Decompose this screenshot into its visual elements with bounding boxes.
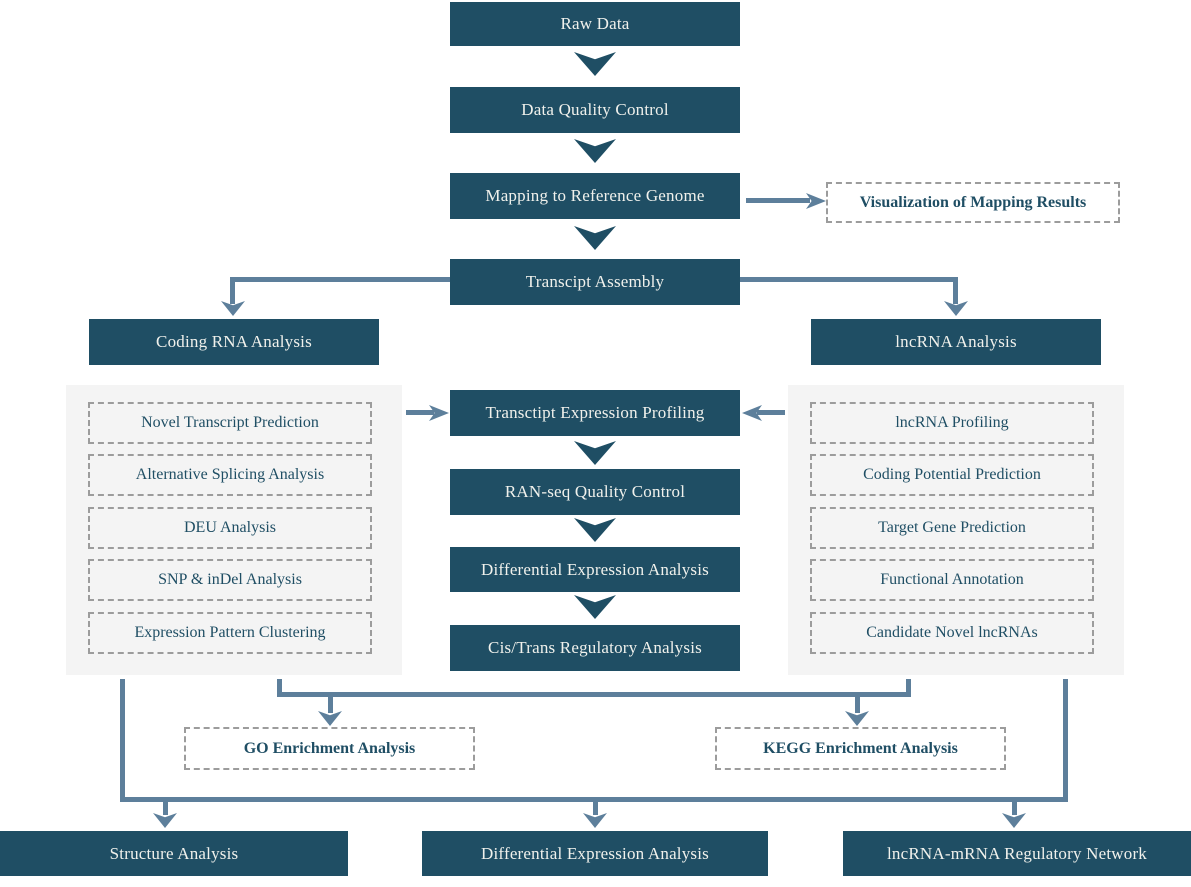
node-mapping-to-reference-genome: Mapping to Reference Genome (450, 173, 740, 219)
node-deu-analysis: DEU Analysis (88, 507, 372, 549)
node-expression-pattern-clustering: Expression Pattern Clustering (88, 612, 372, 654)
node-novel-transcript-prediction: Novel Transcript Prediction (88, 402, 372, 444)
node-functional-annotation: Functional Annotation (810, 559, 1094, 601)
node-lncrna-mrna-regulatory-network: lncRNA-mRNA Regulatory Network (843, 831, 1191, 876)
connector-enrichment-rail (277, 692, 911, 697)
node-kegg-enrichment-analysis: KEGG Enrichment Analysis (715, 727, 1006, 770)
arrow-down-icon (574, 139, 616, 163)
node-transcript-expression-profiling: Transctipt Expression Profiling (450, 390, 740, 436)
node-go-enrichment-analysis: GO Enrichment Analysis (184, 727, 475, 770)
node-lncrna-profiling: lncRNA Profiling (810, 402, 1094, 444)
arrow-down-icon (153, 813, 177, 828)
arrow-down-icon (583, 813, 607, 828)
node-differential-expression-analysis: Differential Expression Analysis (450, 547, 740, 592)
arrow-down-icon (1002, 813, 1026, 828)
connector-rail-to-diff-expr (593, 802, 598, 815)
panel-lncrna: lncRNA Profiling Coding Potential Predic… (788, 385, 1124, 675)
node-snp-indel-analysis: SNP & inDel Analysis (88, 559, 372, 601)
node-differential-expression-analysis-bottom: Differential Expression Analysis (422, 831, 768, 876)
node-candidate-novel-lncrnas: Candidate Novel lncRNAs (810, 612, 1094, 654)
connector-rail-to-network (1012, 802, 1017, 815)
arrow-down-icon (574, 441, 616, 465)
connector-rail-to-kegg (855, 697, 860, 713)
panel-coding-rna: Novel Transcript Prediction Alternative … (66, 385, 402, 675)
connector-rail-to-structure (163, 802, 168, 815)
connector-lncrna-to-profiling (757, 410, 785, 415)
node-structure-analysis: Structure Analysis (0, 831, 348, 876)
node-lncrna-analysis: lncRNA Analysis (811, 319, 1101, 365)
connector-assembly-to-lncrna (953, 277, 958, 304)
node-coding-rna-analysis: Coding RNA Analysis (89, 319, 379, 365)
arrow-down-icon (845, 711, 869, 726)
connector-rail-to-go (328, 697, 333, 713)
node-data-quality-control: Data Quality Control (450, 87, 740, 133)
node-alternative-splicing-analysis: Alternative Splicing Analysis (88, 454, 372, 496)
connector-bottom-rail-right (1063, 679, 1068, 802)
connector-assembly-to-coding (230, 277, 235, 304)
arrow-down-icon (318, 711, 342, 726)
arrow-down-icon (574, 518, 616, 542)
connector-coding-to-profiling (406, 410, 434, 415)
connector-bottom-rail-left (120, 679, 125, 802)
connector-assembly-to-lncrna (740, 277, 958, 282)
arrow-down-icon (574, 226, 616, 250)
node-rna-seq-quality-control: RAN-seq Quality Control (450, 469, 740, 515)
connector-panel-to-enrichment-left (277, 679, 282, 697)
connector-mapping-to-visualization (746, 198, 810, 203)
arrow-down-icon (574, 595, 616, 619)
node-transcript-assembly: Transcipt Assembly (450, 259, 740, 305)
arrow-down-icon (574, 52, 616, 76)
node-raw-data: Raw Data (450, 2, 740, 46)
node-target-gene-prediction: Target Gene Prediction (810, 507, 1094, 549)
node-visualization-of-mapping-results: Visualization of Mapping Results (826, 182, 1120, 223)
node-coding-potential-prediction: Coding Potential Prediction (810, 454, 1094, 496)
connector-panel-to-enrichment-right (906, 679, 911, 697)
node-cis-trans-regulatory-analysis: Cis/Trans Regulatory Analysis (450, 625, 740, 671)
connector-assembly-to-coding (232, 277, 450, 282)
connector-bottom-rail (120, 797, 1068, 802)
